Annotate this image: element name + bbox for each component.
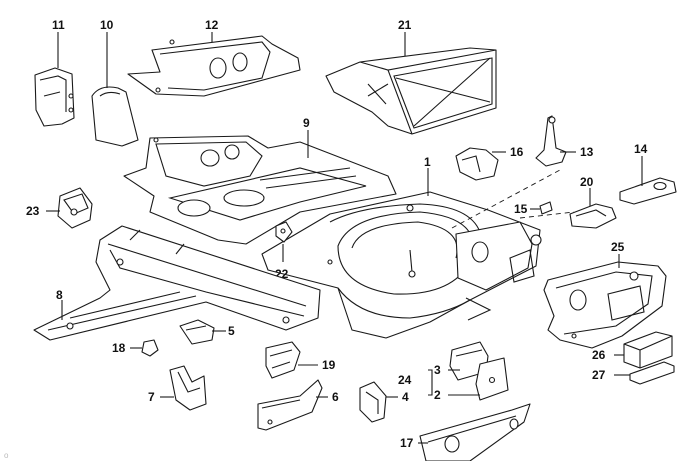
part-16-bracket: [455, 147, 499, 181]
callout-25: 25: [611, 240, 625, 254]
callout-1: 1: [424, 155, 431, 169]
part-26-block: [623, 331, 673, 369]
callout-6: 6: [332, 390, 339, 404]
part-19-bracket: [265, 341, 301, 379]
callout-27: 27: [592, 368, 606, 382]
part-22-clip: [275, 221, 293, 243]
part-1-rear-floor: [261, 191, 542, 339]
callout-20: 20: [580, 175, 594, 189]
callout-15: 15: [514, 202, 528, 216]
callout-8: 8: [56, 288, 63, 302]
callout-17: 17: [400, 436, 414, 450]
callout-2: 2: [434, 388, 441, 402]
callout-16: 16: [510, 145, 524, 159]
callout-21: 21: [398, 18, 412, 32]
callout-12: 12: [205, 18, 219, 32]
callout-5: 5: [228, 324, 235, 338]
part-11-bracket: [34, 67, 75, 127]
callout-19: 19: [322, 358, 336, 372]
part-13-stud: [535, 115, 567, 167]
part-2-bracket: [475, 357, 509, 401]
callout-24: 24: [398, 373, 412, 387]
part-18-clip: [141, 339, 159, 357]
callout-26: 26: [592, 348, 606, 362]
part-27-seal: [629, 361, 675, 385]
callout-9: 9: [303, 116, 310, 130]
callout-14: 14: [634, 142, 648, 156]
part-14-plate: [619, 177, 677, 205]
part-23-bracket: [57, 187, 93, 229]
callout-13: 13: [580, 145, 594, 159]
part-17-panel: [419, 403, 531, 461]
part-9-floor: [123, 135, 397, 245]
watermark: o: [4, 451, 9, 460]
callout-23: 23: [26, 204, 40, 218]
callout-7: 7: [148, 390, 155, 404]
callout-4: 4: [402, 390, 409, 404]
part-4-clip: [359, 381, 387, 423]
part-7-bracket: [169, 365, 207, 411]
callout-10: 10: [100, 18, 114, 32]
part-15-clip: [539, 201, 553, 215]
part-8-side-member: [33, 225, 321, 341]
part-20-bracket: [569, 203, 617, 229]
part-21-tray: [325, 47, 497, 135]
part-6-plate: [257, 379, 323, 431]
part-12-panel: [127, 35, 301, 97]
callout-11: 11: [52, 18, 65, 32]
callout-18: 18: [112, 341, 126, 355]
part-10-cap: [91, 86, 139, 147]
callout-3: 3: [434, 363, 441, 377]
part-25-side-panel: [543, 261, 667, 349]
part-5-bracket: [179, 319, 215, 345]
